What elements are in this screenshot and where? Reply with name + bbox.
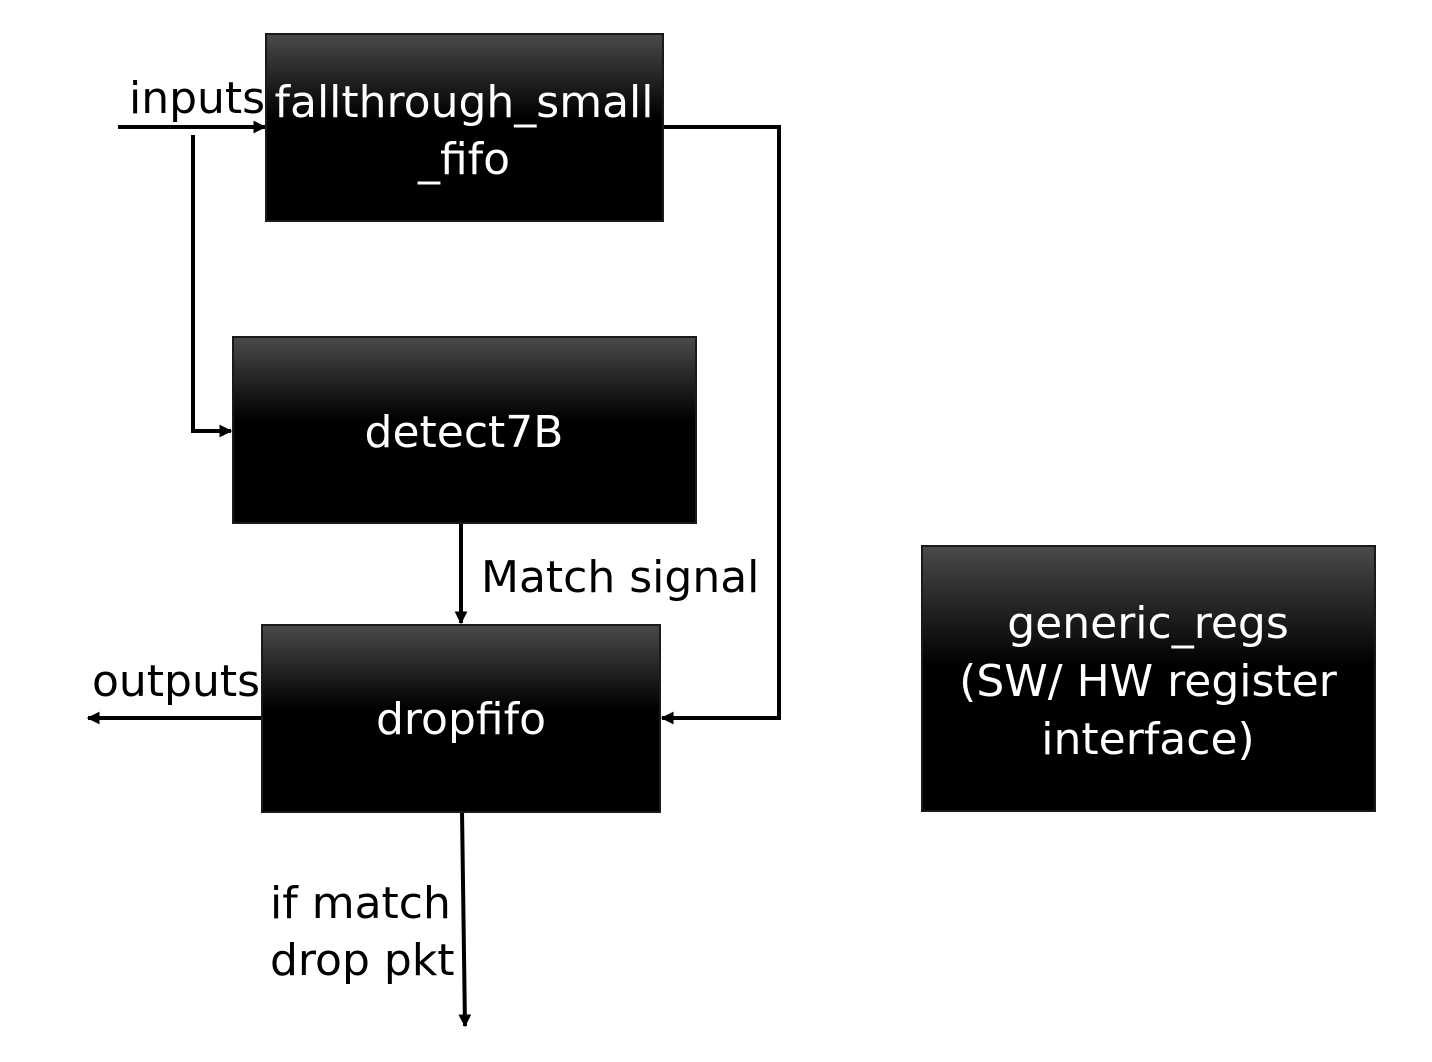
generic-regs-block: generic_regs (SW/ HW register interface) [921,545,1376,812]
fallthrough-small-fifo-label-line2: _fifo [417,134,510,185]
outputs-label: outputs [92,656,260,707]
drop-label-line2: drop pkt [270,935,455,986]
fallthrough-small-fifo-block: fallthrough_small _fifo [265,33,664,222]
fifo-to-dropfifo-arrow [660,125,781,725]
fallthrough-small-fifo-box [265,33,664,222]
generic-regs-label-line1: generic_regs [1007,598,1289,649]
inputs-to-detect-arrow [191,135,233,438]
detect7b-label: detect7B [365,407,564,458]
dropfifo-box [261,624,661,813]
drop-label-line1: if match [270,878,451,929]
generic-regs-label-line2: (SW/ HW register [959,656,1338,707]
drop-packet-arrow [458,810,472,1028]
dropfifo-block: dropfifo [261,624,661,813]
detect7b-box [232,336,697,524]
inputs-label: inputs [129,73,265,124]
dropfifo-label: dropfifo [376,694,546,745]
generic-regs-label-line3: interface) [1041,714,1254,765]
detect7b-block: detect7B [232,336,697,524]
fallthrough-small-fifo-label-line1: fallthrough_small [275,77,654,128]
generic-regs-box [921,545,1376,812]
match-signal-label: Match signal [481,552,759,603]
